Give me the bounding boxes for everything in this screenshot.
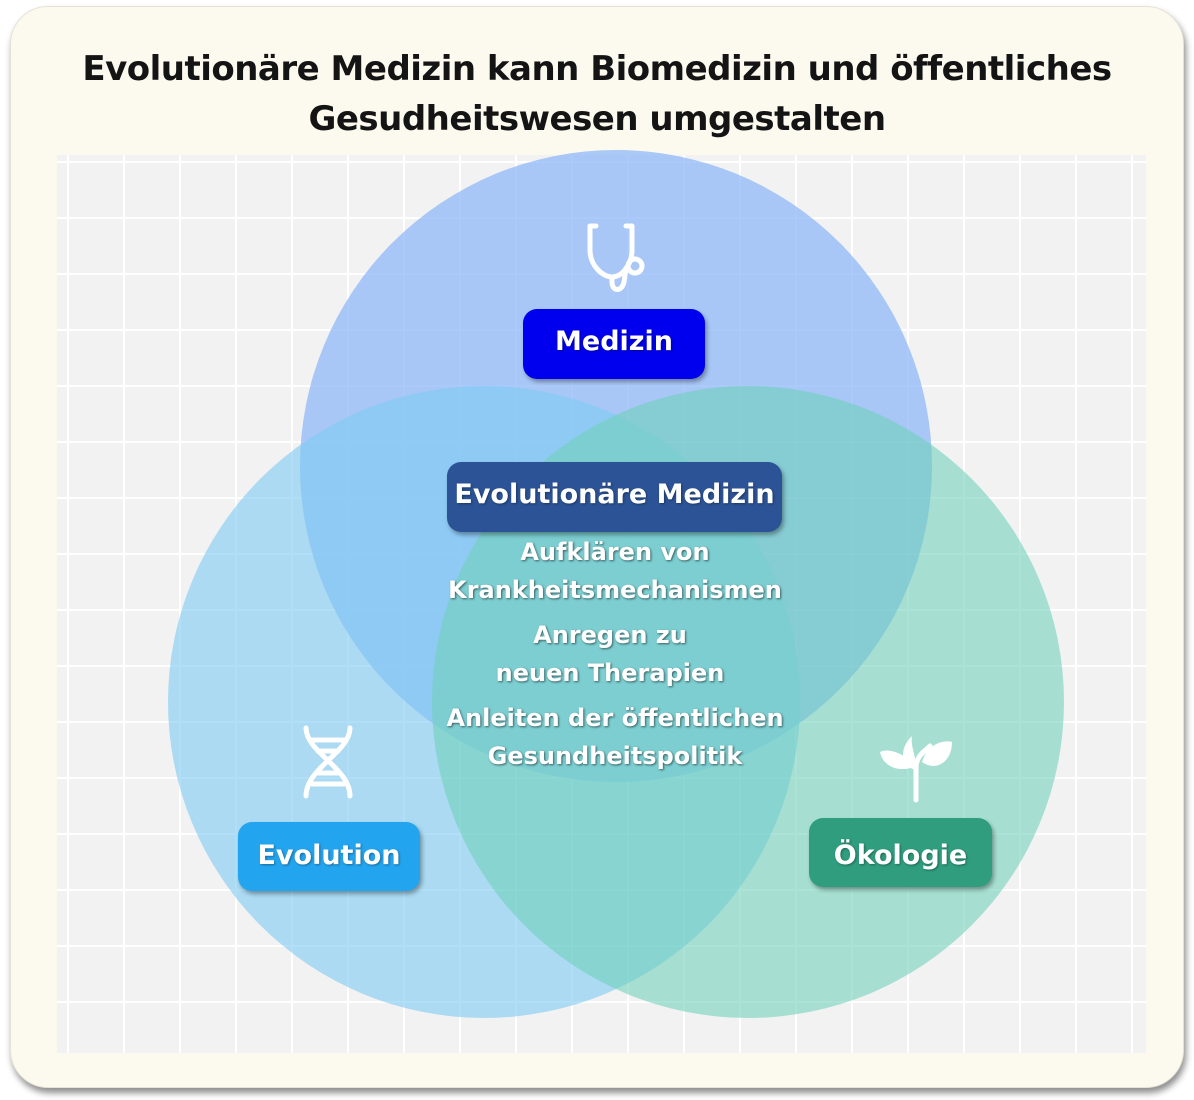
sprout-icon (880, 736, 952, 803)
center-point-3-line-1: Anleiten der öffentlichen (446, 704, 784, 732)
title-line-2: Gesudheitswesen umgestalten (308, 99, 886, 139)
center-point-3-line-2: Gesundheitspolitik (487, 742, 743, 770)
center-point-3: Anleiten der öffentlichen Gesundheitspol… (380, 699, 850, 775)
stethoscope-icon (587, 223, 645, 292)
center-point-1-line-2: Krankheitsmechanismen (448, 576, 782, 604)
center-point-1-line-1: Aufklären von (520, 538, 710, 566)
label-evolution: Evolution (238, 822, 420, 891)
center-point-2-line-1: Anregen zu (533, 621, 687, 649)
center-point-1: Aufklären von Krankheitsmechanismen (380, 533, 850, 609)
label-oekologie: Ökologie (809, 818, 992, 887)
label-evolutionaere-medizin: Evolutionäre Medizin (447, 462, 782, 532)
center-point-2: Anregen zu neuen Therapien (375, 616, 845, 692)
page-title: Evolutionäre Medizin kann Biomedizin und… (0, 44, 1194, 144)
label-medizin: Medizin (523, 309, 705, 379)
dna-icon (303, 725, 353, 799)
center-point-2-line-2: neuen Therapien (495, 659, 725, 687)
title-line-1: Evolutionäre Medizin kann Biomedizin und… (82, 49, 1112, 89)
